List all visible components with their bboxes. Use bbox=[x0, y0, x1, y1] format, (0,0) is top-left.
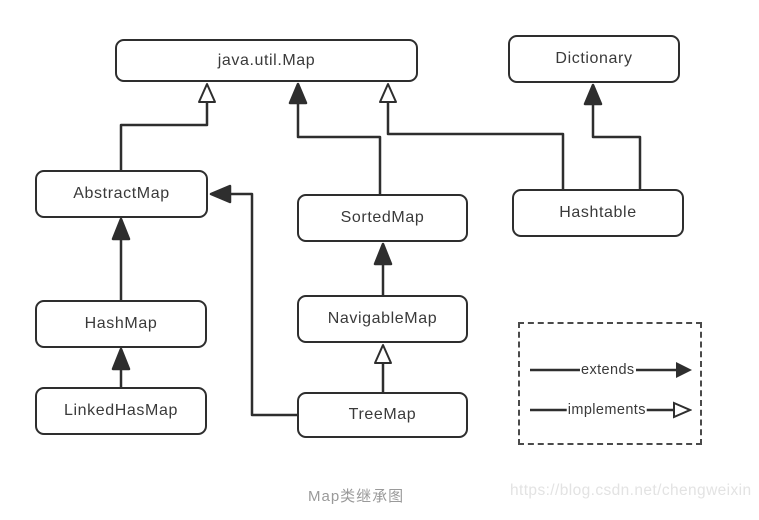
node-treemap-label: TreeMap bbox=[348, 406, 417, 423]
node-hashmap: HashMap bbox=[35, 300, 207, 348]
legend-row-extends: extends bbox=[528, 359, 692, 381]
edge-abstractmap-implements-map bbox=[119, 83, 216, 172]
node-java-util-map-label: java.util.Map bbox=[217, 51, 316, 69]
legend-implements-label: implements bbox=[566, 402, 647, 418]
edge-treemap-extends-abstractmap bbox=[209, 184, 297, 417]
node-dictionary: Dictionary bbox=[508, 35, 680, 83]
node-linkedhasmap-label: LinkedHasMap bbox=[64, 402, 178, 419]
node-hashmap-label: HashMap bbox=[84, 315, 158, 332]
edge-sortedmap-extends-map bbox=[288, 82, 382, 196]
legend-extends-label: extends bbox=[579, 362, 636, 378]
edge-navigablemap-extends-sortedmap bbox=[373, 242, 393, 297]
node-dictionary-label: Dictionary bbox=[555, 50, 633, 67]
node-hashtable: Hashtable bbox=[512, 189, 684, 237]
node-navigablemap: NavigableMap bbox=[297, 295, 468, 343]
legend-box: extends implements bbox=[518, 322, 702, 445]
node-abstractmap: AbstractMap bbox=[35, 170, 208, 218]
edge-treemap-implements-navigablemap bbox=[374, 344, 392, 394]
node-hashtable-label: Hashtable bbox=[559, 204, 637, 221]
node-sortedmap: SortedMap bbox=[297, 194, 468, 242]
node-navigablemap-label: NavigableMap bbox=[327, 310, 438, 327]
edge-linkedhasmap-extends-hashmap bbox=[111, 347, 131, 389]
node-abstractmap-label: AbstractMap bbox=[73, 185, 170, 202]
node-java-util-map: java.util.Map bbox=[115, 39, 418, 82]
watermark-url: https://blog.csdn.net/chengweixin bbox=[510, 482, 752, 499]
node-sortedmap-label: SortedMap bbox=[340, 209, 425, 226]
edge-hashtable-implements-map bbox=[379, 83, 565, 191]
diagram-caption: Map类继承图 bbox=[308, 488, 405, 505]
node-treemap: TreeMap bbox=[297, 392, 468, 438]
node-linkedhasmap: LinkedHasMap bbox=[35, 387, 207, 435]
edge-hashtable-extends-dictionary bbox=[583, 83, 642, 191]
edge-hashmap-extends-abstractmap bbox=[111, 217, 131, 302]
legend-row-implements: implements bbox=[528, 399, 692, 421]
